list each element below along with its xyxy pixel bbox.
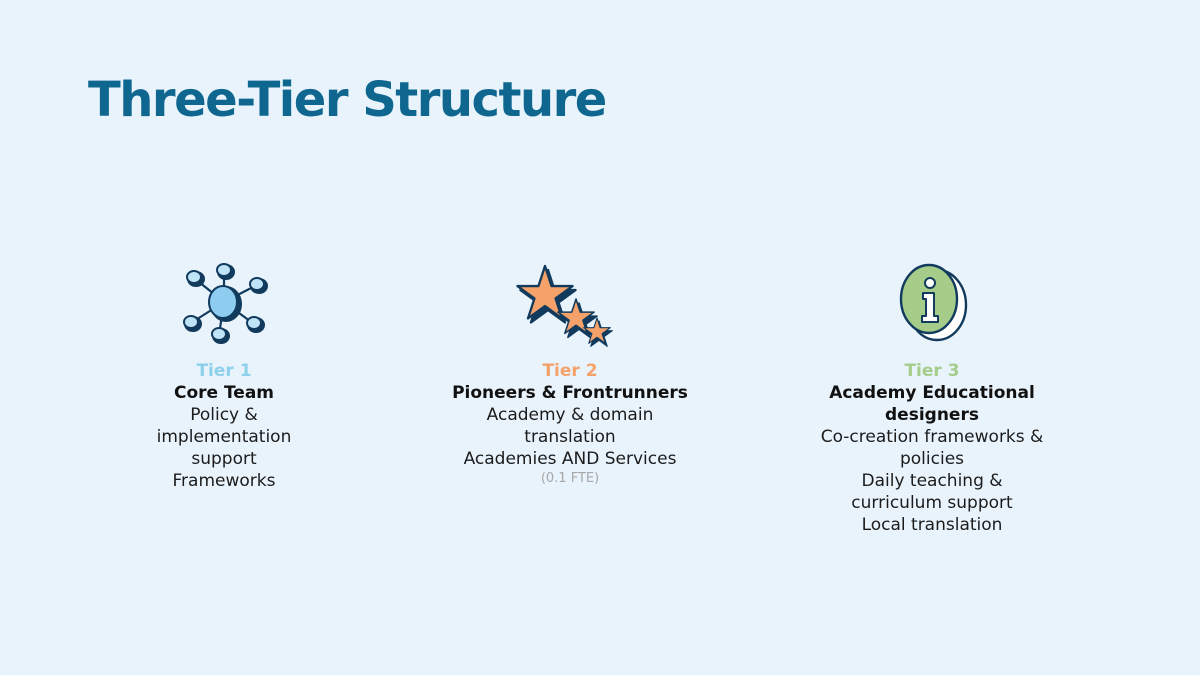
tier-3-column: Tier 3 Academy Educational designers Co-… [812,258,1052,536]
tier-line: support [191,449,257,469]
tier-name: Academy Educational [829,383,1035,403]
tier-line: Local translation [861,515,1003,535]
tier-label: Tier 3 [904,361,960,381]
tier-name: Pioneers & Frontrunners [452,383,688,403]
tier-line: translation [524,427,616,447]
page-title: Three-Tier Structure [88,72,607,128]
tier-line: Academies AND Services [463,449,677,469]
tier-line: Policy & [190,405,258,425]
stars-icon [515,258,625,350]
tier-1-column: Tier 1 Core Team Policy & implementation… [129,258,319,492]
tier-line: curriculum support [851,493,1013,513]
network-icon [183,263,268,344]
tier-line: implementation [156,427,292,447]
tier-label: Tier 2 [542,361,598,381]
tier-name: designers [885,405,979,425]
info-icon [899,263,968,342]
tier-line: Co-creation frameworks & [820,427,1044,447]
tier-line: Daily teaching & [861,471,1003,491]
fte-note: (0.1 FTE) [540,471,600,486]
tier-label: Tier 1 [196,361,252,381]
tier-line: Frameworks [172,471,276,491]
tier-2-column: Tier 2 Pioneers & Frontrunners Academy &… [440,258,700,488]
tier-line: policies [899,449,965,469]
tier-name: Core Team [173,383,275,403]
tier-line: Academy & domain [486,405,654,425]
